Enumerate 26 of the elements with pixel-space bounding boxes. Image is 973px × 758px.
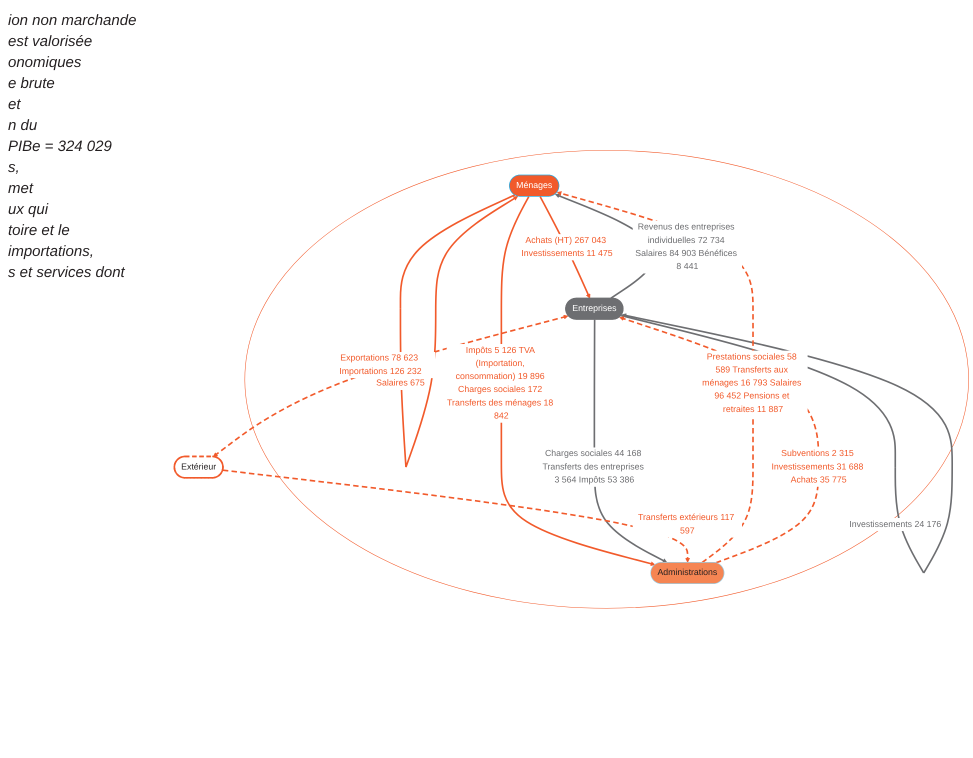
edge-label: Charges sociales 44 168 Transferts des entreprises 3 564 Impôts 53 386: [542, 448, 644, 484]
text-fragment: met: [8, 180, 34, 197]
text-fragment: toire et le: [8, 222, 71, 239]
edge-label: Salaires 675: [376, 378, 425, 388]
text-fragment: e brute: [8, 75, 56, 92]
text-fragment: s,: [8, 159, 21, 176]
edge-label: Transferts extérieurs 117 597: [638, 512, 734, 536]
edge-label: Investissements 24 176: [849, 519, 942, 529]
text-fragment: onomiques: [8, 54, 82, 71]
edge-label: Subventions 2 315 Investissements 31 688 Achats 35 775: [771, 448, 864, 484]
text-fragment: ux qui: [8, 201, 50, 218]
edge-label: Exportations 78 623 Importations 126 232: [339, 353, 422, 376]
edge-label: Impôts 5 126 TVA (Importation, consommation) 19 896 Charges sociales 172 Transferts des ménages 18 842: [447, 345, 554, 420]
text-fragment: PIBe = 324 029: [8, 138, 113, 155]
text-fragment: ion non marchande: [8, 12, 138, 29]
arrow: [621, 312, 954, 574]
text-fragment: n du: [8, 117, 38, 134]
text-fragment: et: [8, 96, 22, 113]
edge-label: Revenus des entreprises individuelles 72 734 Salaires 84 903 Bénéfices 8 441: [635, 222, 737, 271]
text-fragment: importations,: [8, 243, 95, 260]
text-fragment: s et services dont: [8, 264, 126, 281]
edge-label: Achats (HT) 267 043 Investissements 11 475: [521, 235, 613, 258]
text-fragment: est valorisée: [8, 33, 94, 50]
edge-label: Prestations sociales 58 589 Transferts aux ménages 16 793 Salaires 96 452 Pensions et retraites 11 887: [702, 352, 802, 414]
arrow: [222, 469, 690, 562]
arrow: [212, 314, 568, 457]
